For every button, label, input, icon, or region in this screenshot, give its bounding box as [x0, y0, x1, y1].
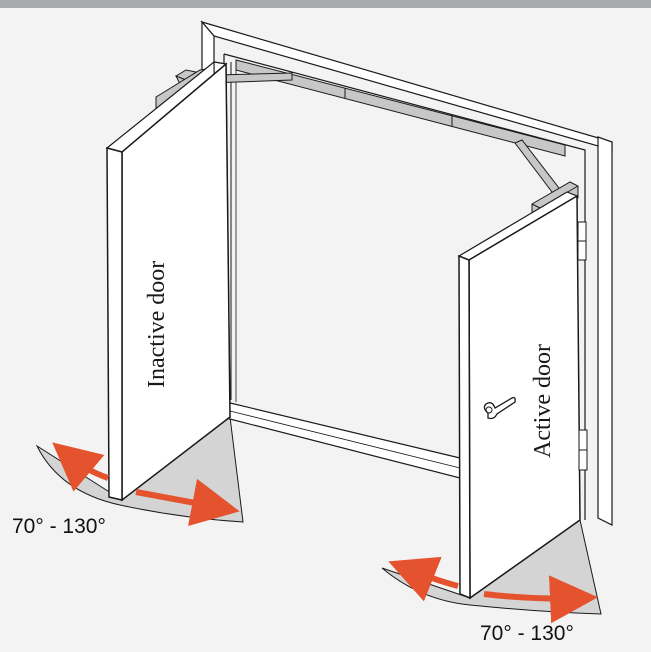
active-swing-arrow-right-icon: [483, 575, 598, 624]
top-bar: [0, 0, 651, 8]
frame-top-face: [200, 20, 613, 151]
inactive-swing-arrow-right-icon: [135, 478, 240, 526]
inactive-angle-label: 70° - 130°: [12, 515, 106, 538]
active-swing-arrow-left-icon: [388, 556, 459, 602]
inactive-door-front-edge: [106, 147, 123, 501]
closer-rail: [235, 59, 566, 157]
active-door-front-edge: [458, 254, 471, 600]
active-door-label: Active door: [530, 344, 556, 458]
threshold-bar: [225, 401, 461, 479]
frame-right-face: [597, 136, 613, 526]
lever-handle-icon: [483, 396, 516, 420]
active-angle-label: 70° - 130°: [480, 622, 574, 645]
inactive-door-label: Inactive door: [144, 261, 170, 388]
frame-inner-top: [223, 53, 586, 520]
inactive-swing-arrow-left-icon: [52, 442, 110, 492]
